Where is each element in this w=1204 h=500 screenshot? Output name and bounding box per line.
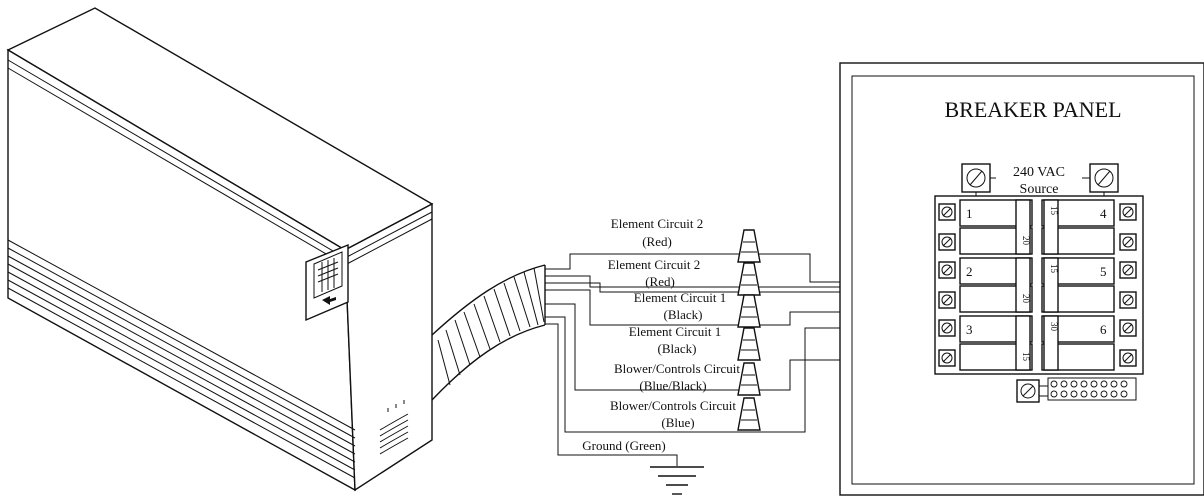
ground-label: Ground (Green) <box>582 438 665 453</box>
breaker-1[interactable]: 1 20 <box>959 199 1033 255</box>
wire-label-name: Element Circuit 2 <box>608 257 700 272</box>
breaker-rating: 15 <box>1049 206 1059 216</box>
wire-nut <box>737 294 761 328</box>
breaker-position: 3 <box>966 322 973 337</box>
heater-unit <box>6 7 434 492</box>
breaker-position: 5 <box>1100 264 1107 279</box>
breaker-2[interactable]: 2 20 <box>959 257 1033 313</box>
wire-label-name: Blower/Controls Circuit <box>614 361 740 376</box>
wire-nut <box>737 327 761 361</box>
thermostat-control <box>305 243 349 322</box>
wire-label-color: (Red) <box>645 274 675 289</box>
breaker-5[interactable]: 5 15 <box>1041 257 1115 313</box>
source-label-line1: 240 VAC <box>1013 165 1065 180</box>
wire-label-name: Element Circuit 2 <box>611 216 703 231</box>
breaker-position: 2 <box>966 264 973 279</box>
flex-conduit <box>431 264 546 401</box>
heater-grille <box>7 239 356 479</box>
breaker-rating: 20 <box>1021 236 1031 246</box>
wire-labels: Element Circuit 2 (Red) Element Circuit … <box>582 216 740 453</box>
wire-nut <box>737 229 761 263</box>
wire-nut <box>737 262 761 296</box>
breaker-rating: 15 <box>1021 352 1031 362</box>
wire-label-color: (Red) <box>642 234 672 249</box>
breaker-panel: BREAKER PANEL 240 VAC Source <box>839 62 1204 496</box>
breaker-rating: 30 <box>1049 322 1059 332</box>
right-terminals <box>1119 203 1137 367</box>
wire-nuts <box>737 229 761 431</box>
wire-ground <box>545 323 678 466</box>
ground-symbol <box>650 466 704 495</box>
heater-side <box>344 202 433 492</box>
breaker-position: 6 <box>1100 322 1107 337</box>
wire-label-color: (Black) <box>664 307 703 322</box>
source-lug-left <box>961 163 991 200</box>
left-terminals <box>938 203 956 367</box>
wire-label-color: (Blue) <box>661 415 694 430</box>
ground-bus-bar <box>1016 377 1137 403</box>
breaker-4[interactable]: 4 15 <box>1041 199 1115 255</box>
breaker-rating: 15 <box>1049 264 1059 274</box>
breaker-position: 4 <box>1100 206 1107 221</box>
breaker-3[interactable]: 3 15 <box>959 315 1033 371</box>
wire-label-color: (Blue/Black) <box>639 378 706 393</box>
wire-label-name: Element Circuit 1 <box>629 324 721 339</box>
wire-label-color: (Black) <box>658 341 697 356</box>
wire-nut <box>737 397 761 431</box>
breaker-position: 1 <box>966 206 973 221</box>
panel-title: BREAKER PANEL <box>944 97 1121 122</box>
wire-label-name: Blower/Controls Circuit <box>610 398 736 413</box>
breaker-rating: 20 <box>1021 294 1031 304</box>
source-label-line2: Source <box>1020 182 1059 197</box>
wire-blower-blue <box>545 316 950 433</box>
wire-label-name: Element Circuit 1 <box>634 290 726 305</box>
wire-nut <box>737 362 761 396</box>
side-vent <box>379 400 409 455</box>
breaker-6[interactable]: 6 30 <box>1041 315 1115 371</box>
